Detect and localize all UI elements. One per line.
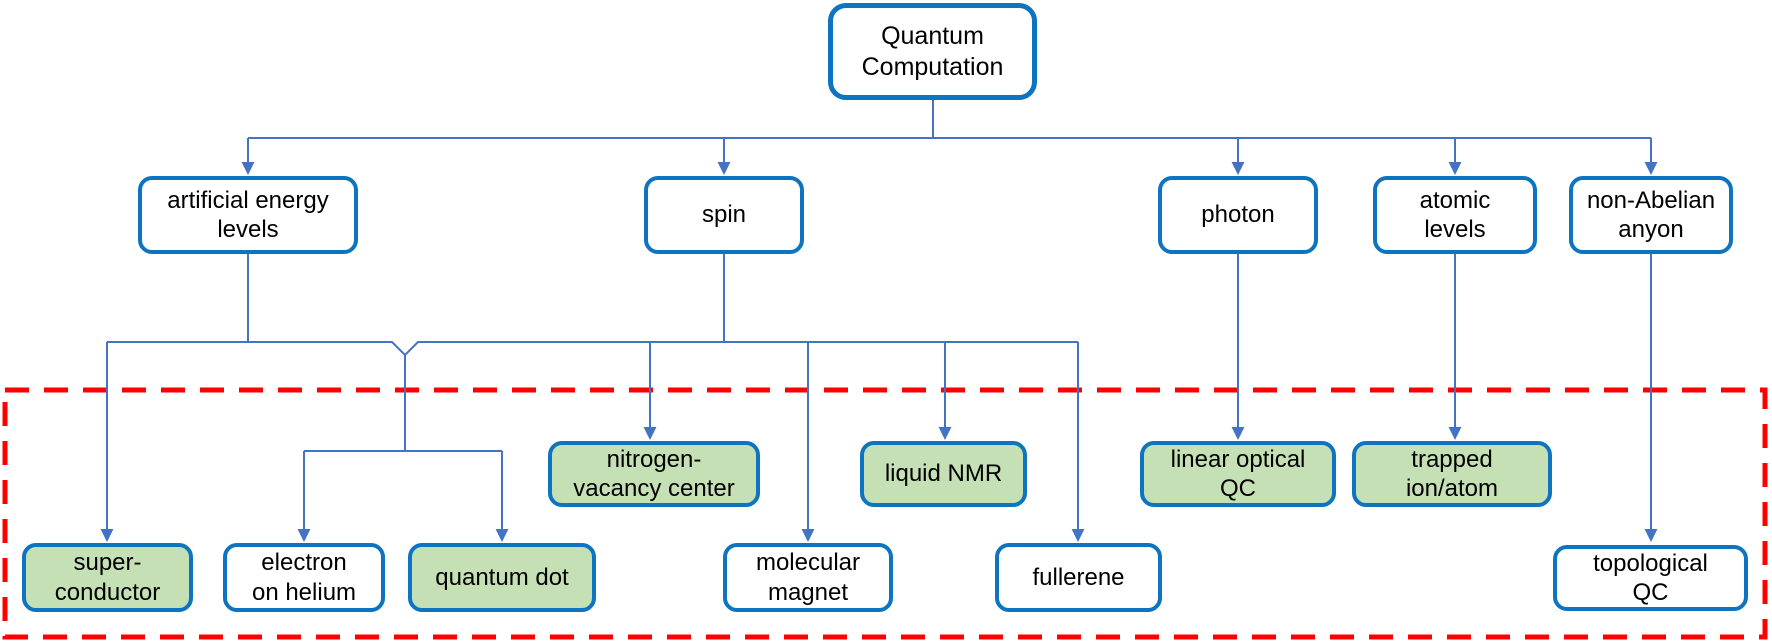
- red-dashed-region: [2, 387, 1768, 640]
- node-quantum-computation-label: Quantum Computation: [861, 22, 1004, 81]
- node-quantum-computation: Quantum Computation: [828, 3, 1037, 100]
- node-linear-optical-qc: linear optical QC: [1140, 441, 1336, 507]
- node-non-abelian-anyon-label: non-Abelian anyon: [1586, 186, 1716, 243]
- node-fullerene: fullerene: [995, 543, 1162, 612]
- node-molecular-magnet-label: molecular magnet: [755, 549, 861, 606]
- node-fullerene-label: fullerene: [1032, 563, 1125, 591]
- node-liquid-nmr: liquid NMR: [860, 441, 1027, 507]
- node-nitrogen-vacancy-center-label: nitrogen- vacancy center: [573, 445, 735, 502]
- node-photon: photon: [1158, 176, 1318, 254]
- node-spin: spin: [644, 176, 804, 254]
- node-trapped-ion-atom: trapped ion/atom: [1352, 441, 1552, 507]
- node-liquid-nmr-label: liquid NMR: [884, 460, 1003, 488]
- node-electron-on-helium-label: electron on helium: [251, 549, 357, 606]
- node-artificial-energy-levels-label: artificial energy levels: [167, 186, 329, 243]
- node-topological-qc-label: topological QC: [1593, 549, 1708, 606]
- node-quantum-dot: quantum dot: [408, 543, 596, 612]
- node-atomic-levels-label: atomic levels: [1419, 186, 1491, 243]
- node-trapped-ion-atom-label: trapped ion/atom: [1405, 445, 1499, 502]
- node-non-abelian-anyon: non-Abelian anyon: [1569, 176, 1733, 254]
- node-quantum-dot-label: quantum dot: [435, 563, 569, 591]
- node-super-conductor: super- conductor: [22, 543, 193, 612]
- node-linear-optical-qc-label: linear optical QC: [1170, 445, 1306, 502]
- node-super-conductor-label: super- conductor: [54, 549, 161, 606]
- node-electron-on-helium: electron on helium: [223, 543, 385, 612]
- node-artificial-energy-levels: artificial energy levels: [138, 176, 358, 254]
- node-photon-label: photon: [1201, 201, 1275, 229]
- node-molecular-magnet: molecular magnet: [723, 543, 893, 612]
- connector-level3-bus-with-v-junction: [107, 341, 1078, 357]
- node-spin-label: spin: [701, 201, 747, 229]
- node-atomic-levels: atomic levels: [1373, 176, 1537, 254]
- node-topological-qc: topological QC: [1553, 545, 1748, 611]
- node-nitrogen-vacancy-center: nitrogen- vacancy center: [548, 441, 760, 507]
